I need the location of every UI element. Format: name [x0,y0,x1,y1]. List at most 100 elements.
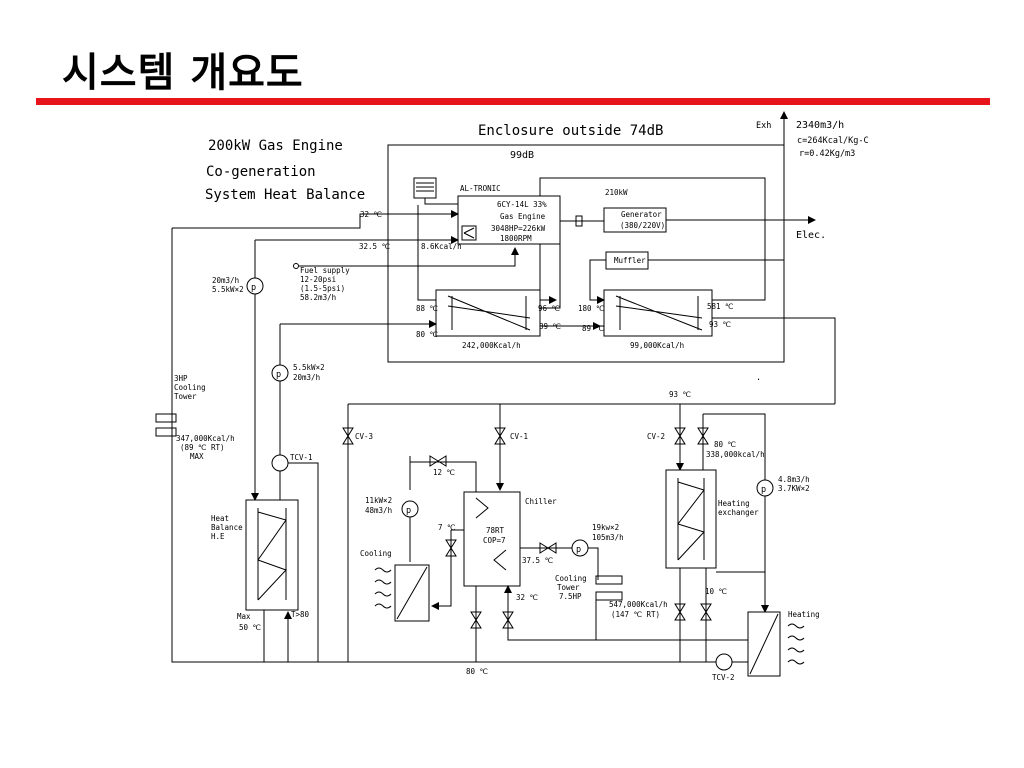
max-label: Max [237,612,251,621]
temp-180: 180 ℃ [578,304,605,313]
temp-88: 88 ℃ [416,304,439,313]
temp-80b: 80 ℃ [466,667,489,676]
heading-line1: 200kW Gas Engine [208,138,343,154]
fuel-l2: 12-20psi [300,275,336,284]
cooling-tower-3hp-icon [155,413,177,423]
cv-2-label: CV-2 [647,432,665,441]
jacket-hx-icon [461,225,477,241]
hx2-capacity: 99,000Kcal/h [630,341,684,350]
engine-power: 210kW [605,188,628,197]
engine-brand: AL-TRONIC [460,184,501,193]
condenser-valve [539,542,557,554]
gas-engine-box [457,195,561,245]
temp-89b: 89 ℃ [582,324,605,333]
heating-exchanger [665,469,717,569]
tcv-2-valve [715,653,733,671]
cv-1-label: CV-1 [510,432,528,441]
cv-2-valve [674,427,686,445]
fuel-l3: (1.5-5psi) [300,284,345,293]
heating-capacity: 338,000kcal/h [706,450,765,459]
title-rule [36,98,990,105]
ct75-l5: (147 ℃ RT) [611,610,660,619]
ct75-l2: Tower [557,583,580,592]
pump-4-power: 19kw×2 [592,523,619,532]
temp-80a: 80 ℃ [416,330,439,339]
exhaust-label: Exh [756,121,771,131]
engine-rating: 3048HP=226kW [491,224,546,233]
ct3-l2: Cooling [174,383,206,392]
ct75-l3: 7.5HP [559,592,582,601]
pump-2-flow: 20m3/h [293,373,320,382]
hx1-capacity: 242,000Kcal/h [462,341,521,350]
pump-1-symbol: p [251,283,256,293]
hx-valve-right [700,603,712,621]
pump-2 [271,364,289,382]
svg-text:.: . [756,373,761,383]
pump-3 [401,500,419,518]
exhaust-c: c=264Kcal/Kg-C [797,136,869,146]
t-gt-80: T>80 [291,610,310,619]
page-title: 시스템 개요도 [62,50,304,96]
muffler-label: Muffler [614,256,646,265]
fuel-l1: Fuel supply [300,266,350,275]
fuel-line [299,247,519,267]
tcv-2-label: TCV-2 [712,673,735,682]
expansion-tank-icon [413,177,437,199]
chiller-box [463,491,521,587]
generator-voltage: (380/220V) [620,221,665,230]
jacket-heat: 8.6Kcal/h [421,242,462,251]
chiller-valve-right [502,611,514,629]
generator-name: Generator [621,210,662,219]
chiller-rt: 78RT [486,526,505,535]
hx-l1: Heating [718,499,750,508]
ct75-l1: Cooling [555,574,587,583]
pump-1 [246,277,264,295]
pump-5-flow: 4.8m3/h [778,475,810,484]
pump-3-flow: 48m3/h [365,506,392,515]
pump-2-power: 5.5kW×2 [293,363,325,372]
temp-10: 10 ℃ [705,587,728,596]
hx-valve-left [674,603,686,621]
ct3-l4: 347,000Kcal/h [176,434,235,443]
cooling-label: Cooling [360,549,392,558]
cooling-tower-75-icon [595,575,623,585]
pump-3-symbol: p [406,506,411,516]
ct3-l3: Tower [174,392,197,401]
heating-air-icon [787,623,805,665]
enclosure-inside-label: 99dB [510,150,534,161]
tcv-1-valve [271,454,289,472]
cv-3-label: CV-3 [355,432,373,441]
electric-label: Elec. [796,230,826,241]
temp-93a: 93 ℃ [709,320,732,329]
pump-5 [756,479,774,497]
hb-l1: Heat [211,514,229,523]
temp-581: 581 ℃ [707,302,734,311]
hb-l2: Balance [211,523,243,532]
heating-label: Heating [788,610,820,619]
engine-rpm: 1800RPM [500,234,532,243]
fuel-l4: 58.2m3/h [300,293,336,302]
chiller-label: Chiller [525,497,557,506]
cv-1-valve [494,427,506,445]
chilled-supply-valve [445,539,457,557]
max-50: 50 ℃ [239,623,262,632]
ct75-l4: 547,000Kcal/h [609,600,668,609]
chiller-valve-left [470,611,482,629]
pump-5-power: 3.7KW×2 [778,484,810,493]
heading-line2: Co-generation [206,164,316,180]
chiller-cop: COP=7 [483,536,506,545]
temp-37-5: 37.5 ℃ [522,556,554,565]
engine-model: 6CY-14L 33% [497,200,547,209]
exhaust-r: r=0.42Kg/m3 [799,149,855,159]
enclosure-outside-label: Enclosure outside 74dB [478,123,663,139]
fuel-inlet-icon [293,263,299,269]
hb-l3: H.E [211,532,225,541]
heating-valve [697,427,709,445]
cooling-air-icon [374,567,392,609]
generator-box [603,207,667,233]
temp-80c: 80 ℃ [714,440,737,449]
hx-l2: exchanger [718,508,759,517]
heat-balance-exchanger [245,499,299,611]
chilled-valve [429,455,447,467]
temp-93b: 93 ℃ [669,390,692,399]
